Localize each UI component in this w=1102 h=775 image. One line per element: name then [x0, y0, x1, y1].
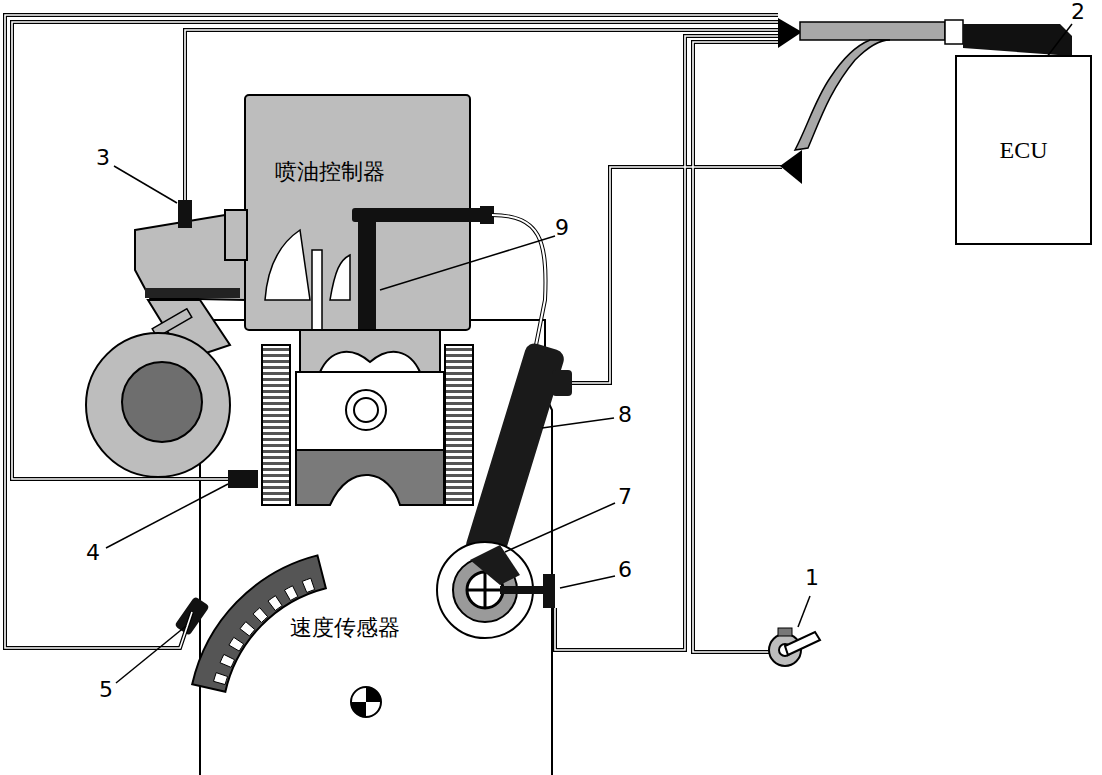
- turbo-core: [122, 362, 202, 442]
- injection-pump: [464, 341, 567, 563]
- combustion-chamber: [300, 330, 440, 372]
- wiring: [5, 15, 782, 652]
- cable: [795, 40, 890, 150]
- node-label: 喷油控制器: [275, 157, 385, 187]
- wire-core: [12, 22, 778, 479]
- injection-controller: 喷油控制器: [245, 95, 470, 330]
- harness-plug: [778, 18, 802, 48]
- wire: [12, 22, 778, 479]
- callout-number: 5: [99, 679, 113, 701]
- wire: [5, 15, 778, 648]
- wire: [693, 42, 778, 652]
- leader-line: [542, 418, 614, 428]
- turbocharger: [86, 333, 230, 477]
- harness-plug: [780, 150, 802, 184]
- cam-follower: [470, 545, 520, 585]
- sensor-stem: [500, 586, 545, 594]
- leader-line: [114, 166, 177, 203]
- callout-number: 6: [618, 559, 632, 581]
- node-label: ECU: [1000, 137, 1048, 164]
- ecu-box: ECU: [955, 55, 1092, 245]
- high-pressure-line: [492, 215, 546, 350]
- wire-core: [572, 167, 782, 383]
- wire: [185, 30, 778, 200]
- wire-core: [555, 36, 778, 650]
- part-label: 速度传感器: [290, 617, 400, 639]
- engine-block: [200, 320, 552, 775]
- injector: [358, 215, 376, 335]
- tooth: [229, 637, 244, 651]
- wire-core: [5, 15, 778, 648]
- leader-line: [505, 503, 615, 552]
- cable-sleeve: [945, 20, 963, 44]
- cylinder-liner: [262, 345, 290, 505]
- injector-nut: [480, 206, 494, 224]
- crank-center: [351, 687, 381, 717]
- callout-number: 7: [618, 486, 632, 508]
- tooth: [302, 578, 314, 592]
- sensor: [543, 574, 555, 608]
- tooth: [284, 586, 297, 601]
- valve: [312, 250, 322, 330]
- piston-pin: [346, 390, 386, 430]
- wire-core: [693, 42, 778, 652]
- leader-line: [798, 596, 810, 627]
- tooth: [220, 654, 235, 667]
- leader-lines: [106, 24, 1072, 683]
- callout-number: 9: [555, 217, 569, 239]
- piston-pin-bore: [354, 398, 378, 422]
- tooth: [268, 596, 282, 611]
- tooth: [240, 622, 255, 636]
- manifold-flange: [145, 288, 240, 298]
- pedal-sensor-cap: [778, 628, 792, 636]
- cable: [800, 22, 945, 40]
- leader-line: [380, 236, 555, 290]
- wire-core: [185, 30, 778, 200]
- crank-cavity: [296, 450, 444, 505]
- cylinder-liner: [445, 345, 473, 505]
- wire: [555, 36, 778, 650]
- crank-center-mark: [351, 687, 381, 717]
- leader-line: [116, 626, 186, 683]
- valve-port: [330, 255, 350, 300]
- head-port: [225, 210, 247, 260]
- tooth: [253, 608, 268, 623]
- callout-number: 4: [86, 542, 100, 564]
- piston: [296, 372, 444, 450]
- intake-port: [265, 230, 310, 300]
- callout-number: 1: [805, 567, 819, 589]
- high-pressure-line-core: [492, 215, 546, 350]
- pump-connector: [552, 370, 572, 396]
- wire: [572, 167, 782, 383]
- callout-number: 3: [96, 147, 110, 169]
- leader-line: [106, 484, 228, 548]
- tooth: [214, 673, 228, 685]
- sensor: [228, 470, 258, 488]
- callout-number: 8: [618, 404, 632, 426]
- sensor: [178, 200, 192, 228]
- injector-arm: [352, 208, 487, 222]
- ecu-connector: [963, 24, 1072, 56]
- leader-line: [560, 576, 615, 588]
- callout-number: 2: [1071, 1, 1085, 23]
